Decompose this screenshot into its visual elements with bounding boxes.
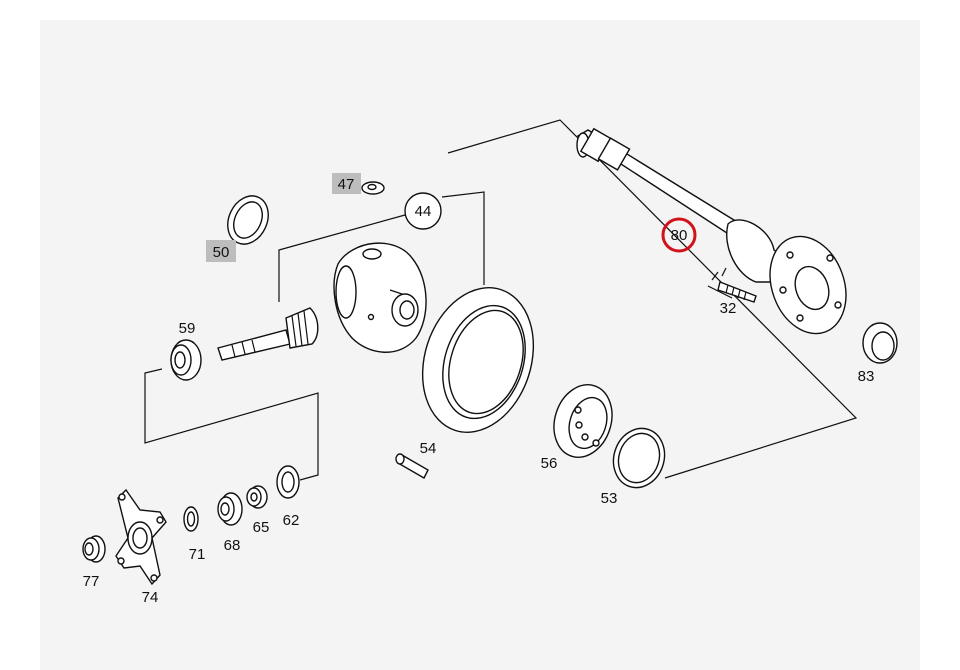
label-50[interactable]: 50 (213, 244, 230, 261)
ring-part-71[interactable] (183, 506, 199, 532)
label-80[interactable]: 80 (671, 227, 688, 244)
label-32[interactable]: 32 (720, 300, 737, 317)
bearing-part-68[interactable] (217, 492, 243, 526)
callout-circle-44 (404, 192, 442, 230)
washer-part-47[interactable] (361, 181, 385, 195)
bearing-part-59[interactable] (170, 339, 202, 381)
pin-part-54[interactable] (395, 453, 429, 479)
label-71[interactable]: 71 (189, 546, 206, 563)
label-77[interactable]: 77 (83, 573, 100, 590)
label-83[interactable]: 83 (858, 368, 875, 385)
bracket-line-44 (278, 214, 406, 302)
seal-ring[interactable] (405, 273, 552, 447)
highlight-circle-80 (661, 217, 697, 253)
label-62[interactable]: 62 (283, 512, 300, 529)
label-47[interactable]: 47 (338, 176, 355, 193)
label-59[interactable]: 59 (179, 320, 196, 337)
nut-part-65[interactable] (246, 485, 268, 509)
axle-shaft-part-80[interactable] (576, 127, 859, 345)
nut-part-77[interactable] (82, 535, 106, 563)
label-53[interactable]: 53 (601, 490, 618, 507)
label-74[interactable]: 74 (142, 589, 159, 606)
flange-part-74[interactable] (115, 488, 167, 586)
label-44[interactable]: 44 (415, 203, 432, 220)
washer-part-62[interactable] (276, 465, 300, 499)
bracket-line-right (447, 119, 858, 479)
bearing-part-56[interactable] (545, 377, 621, 465)
bracket-line-44-right (441, 191, 485, 285)
snap-ring-part-53[interactable] (606, 422, 672, 495)
label-65[interactable]: 65 (253, 519, 270, 536)
label-54[interactable]: 54 (420, 440, 437, 457)
bracket-line-lower (144, 368, 319, 481)
label-68[interactable]: 68 (224, 537, 241, 554)
bolt-part-32[interactable] (707, 267, 757, 303)
pinion-shaft[interactable] (217, 307, 319, 361)
callout-box-50 (206, 240, 236, 262)
bushing-part-83[interactable] (862, 322, 898, 364)
callout-box-47 (332, 173, 361, 194)
differential-housing-part-44[interactable] (333, 242, 427, 353)
shim-ring-part-50[interactable] (220, 189, 276, 250)
label-56[interactable]: 56 (541, 455, 558, 472)
